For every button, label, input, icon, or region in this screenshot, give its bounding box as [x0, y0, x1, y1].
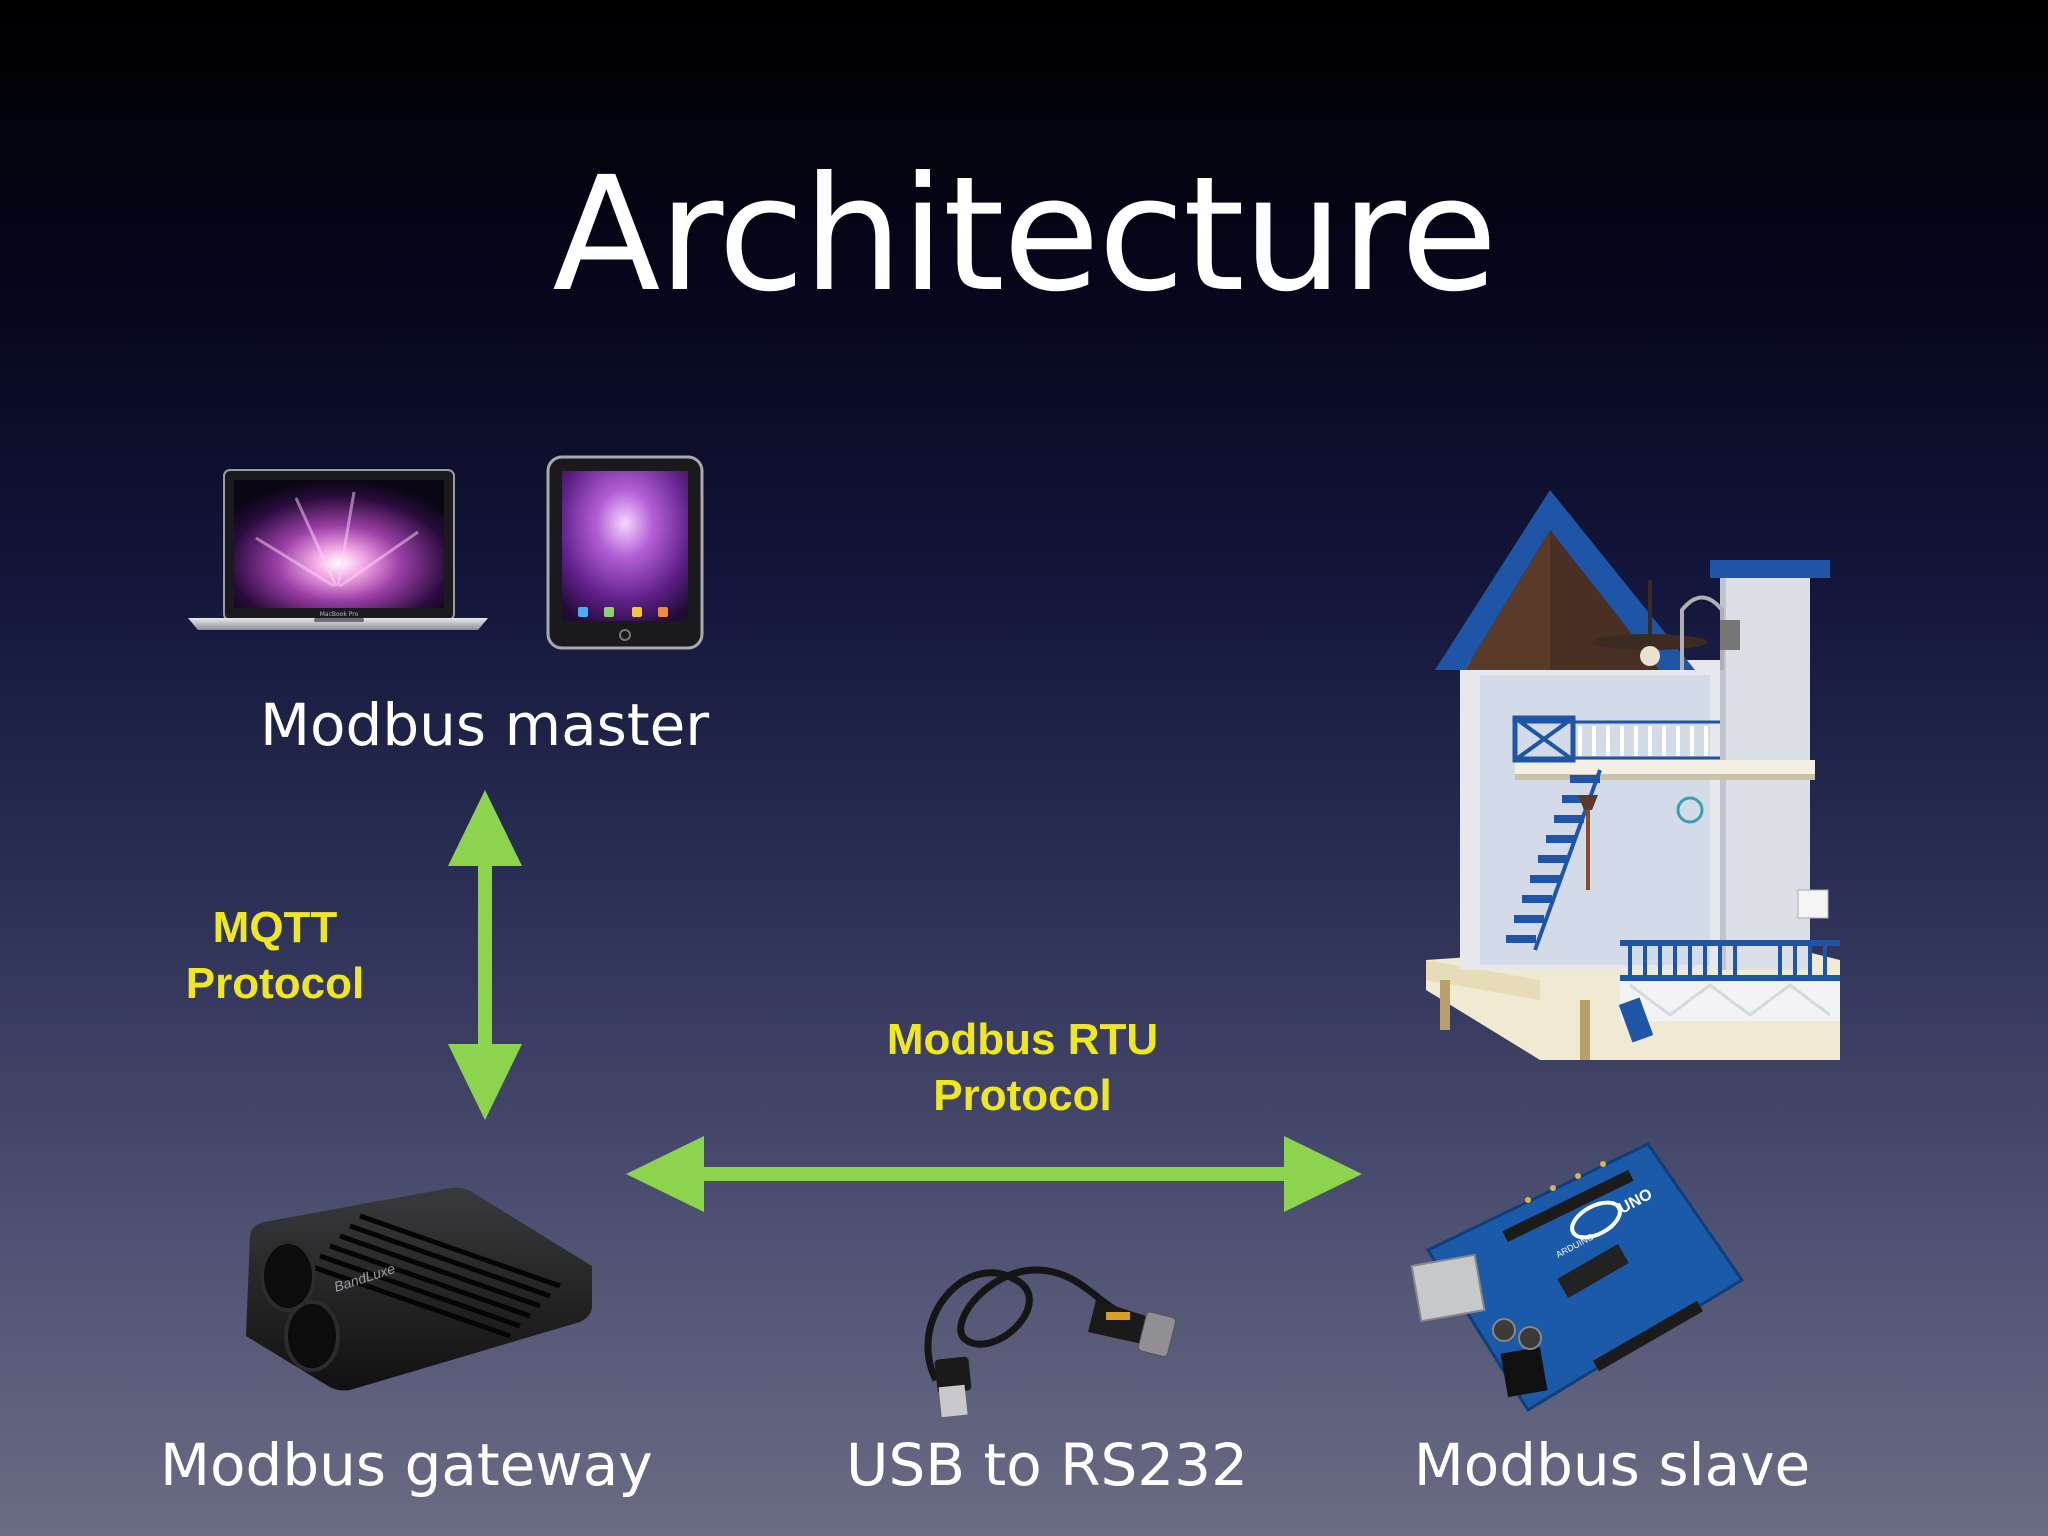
modbus-gateway-label: Modbus gateway [160, 1431, 653, 1499]
usb-to-rs232-label: USB to RS232 [846, 1431, 1248, 1499]
slide-title: Architecture [552, 143, 1497, 327]
arduino-board-icon: UNO ARDUINO [1408, 1140, 1744, 1412]
laptop-icon: MacBook Pro [186, 468, 490, 632]
rtu-line1: Modbus RTU [886, 1015, 1159, 1064]
modbus-master-label: Modbus master [260, 691, 710, 759]
modbus-rtu-protocol-label: Modbus RTU Protocol [860, 1012, 1185, 1124]
modbus-slave-label: Modbus slave [1413, 1431, 1811, 1499]
mqtt-line2: Protocol [185, 959, 365, 1008]
mqtt-protocol-label: MQTT Protocol [160, 900, 390, 1012]
modbus-rtu-arrow [626, 1134, 1362, 1214]
usb-rs232-cable-icon [906, 1240, 1180, 1420]
house-model-icon [1420, 460, 1870, 1070]
tablet-icon [546, 455, 704, 650]
gateway-router-icon: BandLuxe [240, 1186, 596, 1392]
mqtt-line1: MQTT [212, 903, 338, 952]
rtu-line2: Protocol [933, 1071, 1112, 1120]
laptop-caption: MacBook Pro [320, 611, 359, 618]
mqtt-arrow [440, 790, 530, 1120]
